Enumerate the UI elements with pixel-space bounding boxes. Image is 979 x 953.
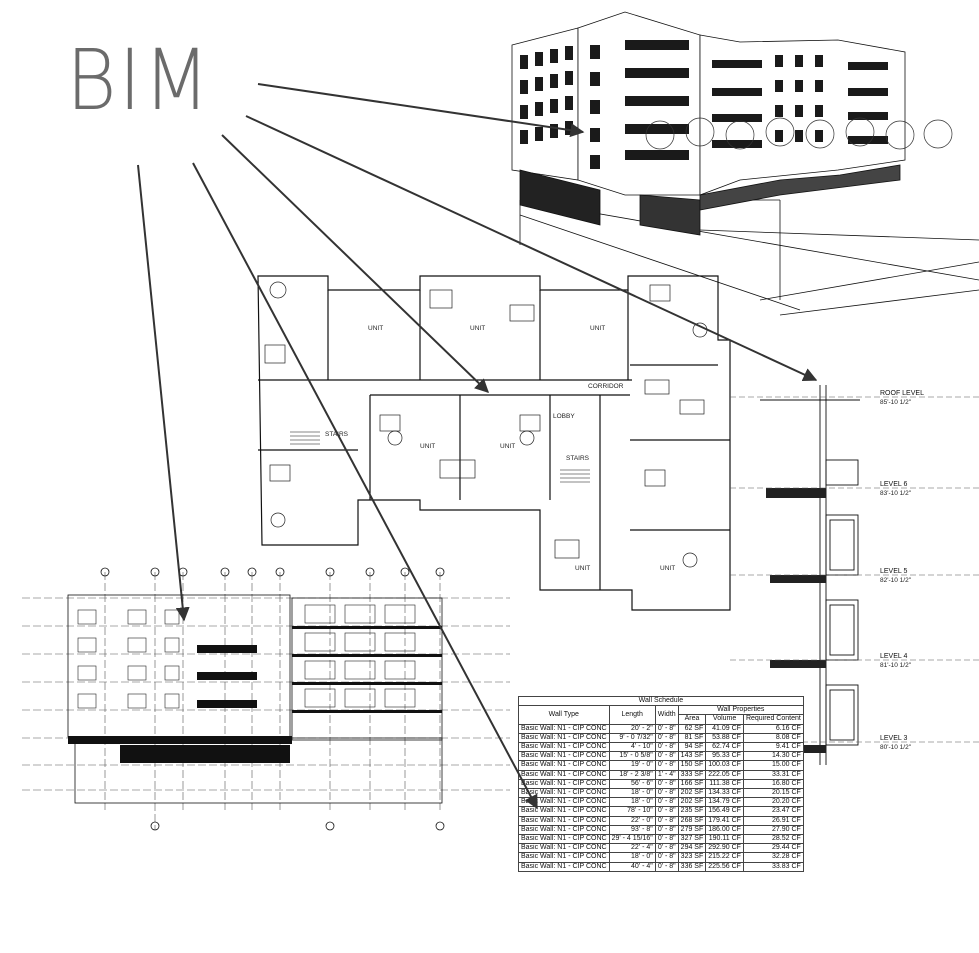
table-cell: 0' - 8" [654, 751, 679, 762]
unit-label: UNIT [660, 565, 675, 572]
table-cell: 32.28 CF [742, 852, 804, 863]
table-cell: 16.80 CF [742, 778, 804, 790]
level-name: LEVEL 5 [880, 568, 907, 575]
unit-label: UNIT [500, 443, 515, 450]
table-cell: 15' - 0 5/8" [608, 751, 656, 762]
table-cell: 0' - 8" [654, 797, 679, 808]
level-elevation: 83'-10 1/2" [880, 490, 912, 497]
table-cell: 20' - 2" [608, 723, 656, 734]
table-cell: 33.83 CF [742, 861, 804, 872]
col-header: Required Content [742, 714, 804, 725]
table-cell: 0' - 8" [654, 806, 679, 817]
unit-label: UNIT [368, 325, 383, 332]
table-cell: 15.00 CF [742, 760, 804, 771]
table-cell: 9' - 0 7/32" [608, 732, 656, 744]
arrow-to-wall-section [245, 115, 818, 382]
table-cell: 23.47 CF [742, 806, 804, 817]
level-name: LEVEL 3 [880, 735, 907, 742]
table-cell: 40' - 4" [608, 861, 656, 872]
table-cell: 26.91 CF [742, 815, 804, 826]
arrow-to-floor-plan [221, 134, 490, 393]
table-cell: 0' - 8" [654, 852, 679, 863]
table-cell: 18' - 0" [608, 852, 656, 863]
table-cell: 20.15 CF [742, 788, 804, 799]
corridor-label: CORRIDOR [588, 383, 624, 390]
table-cell: 19' - 0" [608, 760, 656, 771]
table-cell: 56' - 6" [608, 778, 656, 790]
table-cell: 0' - 8" [654, 760, 679, 771]
unit-label: UNIT [420, 443, 435, 450]
table-cell: 14.30 CF [742, 751, 804, 762]
table-cell: 33.31 CF [742, 769, 804, 780]
page-title: BIM [66, 31, 212, 129]
level-elevation: 80'-10 1/2" [880, 744, 912, 751]
table-cell: 0' - 8" [654, 861, 679, 872]
table-cell: 93' - 8" [608, 824, 656, 836]
table-cell: 18' - 0" [608, 788, 656, 799]
table-cell: 0' - 8" [654, 742, 679, 753]
table-cell: 4' - 10" [608, 742, 656, 753]
table-cell: 27.90 CF [742, 824, 804, 836]
level-elevation: 81'-10 1/2" [880, 662, 912, 669]
table-cell: 0' - 8" [654, 778, 679, 790]
table-cell: 0' - 8" [654, 843, 679, 854]
table-cell: 29.44 CF [742, 843, 804, 854]
table-cell: 0' - 8" [654, 723, 679, 734]
table-cell: 0' - 8" [654, 834, 679, 845]
wall-schedule-table: Wall Schedule Wall Type Length Width Wal… [518, 695, 804, 872]
unit-label: UNIT [575, 565, 590, 572]
table-cell: 0' - 8" [654, 788, 679, 799]
arrow-to-elevation [137, 164, 190, 622]
group-header: Wall Properties [677, 705, 804, 716]
table-cell: 22' - 0" [608, 815, 656, 826]
table-cell: 0' - 8" [654, 732, 679, 744]
stairs-label: STAIRS [566, 455, 590, 462]
table-cell: 29' - 4 15/16" [608, 834, 656, 845]
table-cell: 28.52 CF [742, 834, 804, 845]
level-name: ROOF LEVEL [880, 390, 924, 397]
level-elevation: 82'-10 1/2" [880, 577, 912, 584]
table-cell: 1' - 4" [654, 769, 679, 780]
level-name: LEVEL 6 [880, 481, 907, 488]
table-cell: 18' - 0" [608, 797, 656, 808]
unit-label: UNIT [470, 325, 485, 332]
table-cell: 20.20 CF [742, 797, 804, 808]
table-cell: 0' - 8" [654, 815, 679, 826]
level-elevation: 85'-10 1/2" [880, 399, 912, 406]
table-cell: 18' - 2 3/8" [608, 769, 656, 780]
arrow-to-rendering [257, 83, 585, 138]
lobby-label: LOBBY [553, 413, 575, 420]
unit-label: UNIT [590, 325, 605, 332]
table-cell: 78' - 10" [608, 806, 656, 817]
table-cell: 0' - 8" [654, 824, 679, 836]
schedule-title: Wall Schedule [518, 695, 804, 707]
level-name: LEVEL 4 [880, 653, 907, 660]
arrow-to-schedule [192, 162, 538, 810]
table-cell: 22' - 4" [608, 843, 656, 854]
